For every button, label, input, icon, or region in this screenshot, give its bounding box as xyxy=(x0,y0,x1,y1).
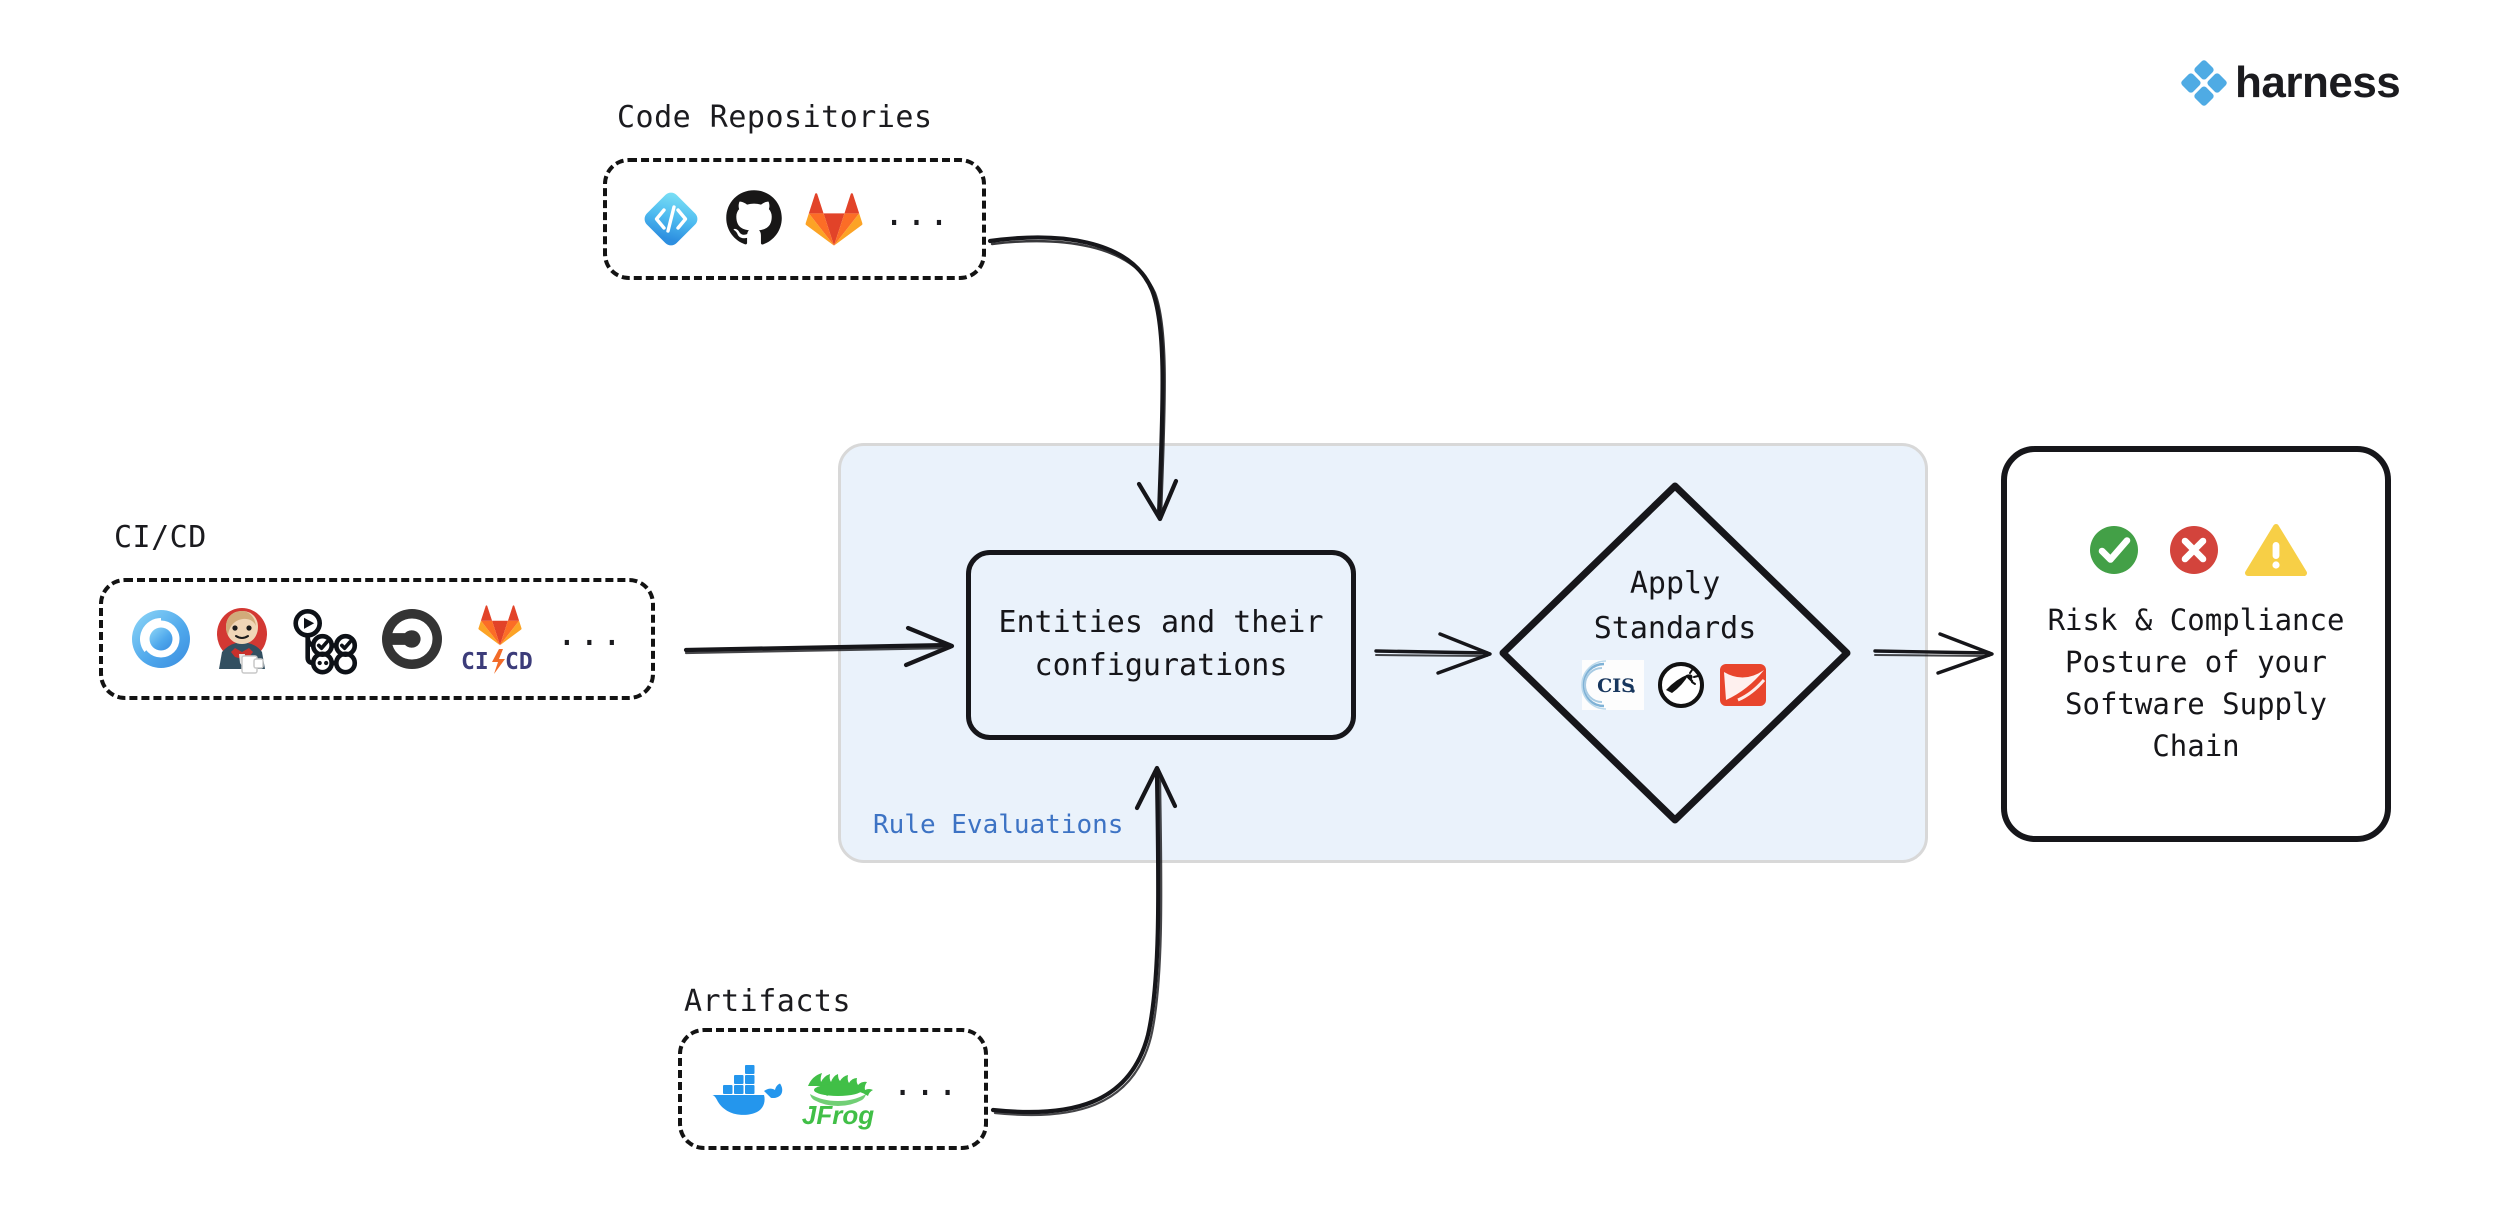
svg-text:CD: CD xyxy=(505,649,533,675)
warning-triangle-icon xyxy=(2245,522,2307,578)
output-line-1: Risk & Compliance xyxy=(2047,602,2345,637)
output-line-4: Chain xyxy=(2152,729,2240,764)
ci-cd-label: CI/CD xyxy=(114,520,207,555)
code-repositories-label: Code Repositories xyxy=(617,100,933,135)
output-line-3: Software Supply xyxy=(2065,687,2327,721)
connector-cicd-to-entities xyxy=(683,625,955,668)
entities-line-1: Entities and their xyxy=(998,605,1324,641)
entities-configurations-node[interactable]: Entities and their configurations xyxy=(966,550,1356,740)
harness-wordmark: harness xyxy=(2235,58,2401,107)
harness-diamond-icon xyxy=(2181,60,2227,106)
harness-ci-icon[interactable] xyxy=(130,608,192,670)
output-line-2: Posture of your xyxy=(2065,644,2327,679)
jfrog-icon[interactable]: JFrog xyxy=(798,1052,878,1130)
artifacts-more[interactable]: ... xyxy=(892,1064,960,1104)
status-icons-row xyxy=(2085,521,2307,579)
github-icon[interactable] xyxy=(724,189,784,249)
ci-cd-more[interactable]: ... xyxy=(556,614,625,654)
check-circle-icon xyxy=(2085,521,2143,579)
risk-compliance-output-node[interactable]: Risk & Compliance Posture of your Softwa… xyxy=(2001,446,2391,842)
svg-text:CI: CI xyxy=(461,649,489,675)
harness-logo: harness xyxy=(2181,58,2401,108)
connector-standards-to-output xyxy=(1873,632,1994,675)
harness-code-icon[interactable] xyxy=(638,186,704,252)
connector-entities-to-standards xyxy=(1374,632,1492,675)
docker-icon[interactable] xyxy=(706,1058,784,1120)
code-repositories-box[interactable]: ... xyxy=(603,158,986,280)
artifacts-box[interactable]: JFrog ... xyxy=(678,1028,988,1150)
x-circle-icon xyxy=(2165,521,2223,579)
entities-line-2: configurations xyxy=(1034,648,1288,683)
artifacts-label: Artifacts xyxy=(684,984,852,1019)
code-repositories-more[interactable]: ... xyxy=(883,194,952,234)
connector-artifacts-to-entities xyxy=(990,765,1178,1117)
gitlab-cicd-icon[interactable]: CI CD xyxy=(460,604,540,675)
github-actions-icon[interactable] xyxy=(292,608,364,675)
jenkins-icon[interactable] xyxy=(209,604,275,674)
output-text-block: Risk & Compliance Posture of your Softwa… xyxy=(2048,599,2345,767)
ci-cd-box[interactable]: CI CD ... xyxy=(99,578,655,700)
rule-evaluations-label: Rule Evaluations xyxy=(873,810,1124,840)
svg-text:JFrog: JFrog xyxy=(802,1100,874,1130)
connector-code-repos-to-entities xyxy=(987,235,1179,522)
circleci-icon[interactable] xyxy=(381,608,443,670)
gitlab-icon[interactable] xyxy=(805,191,863,247)
